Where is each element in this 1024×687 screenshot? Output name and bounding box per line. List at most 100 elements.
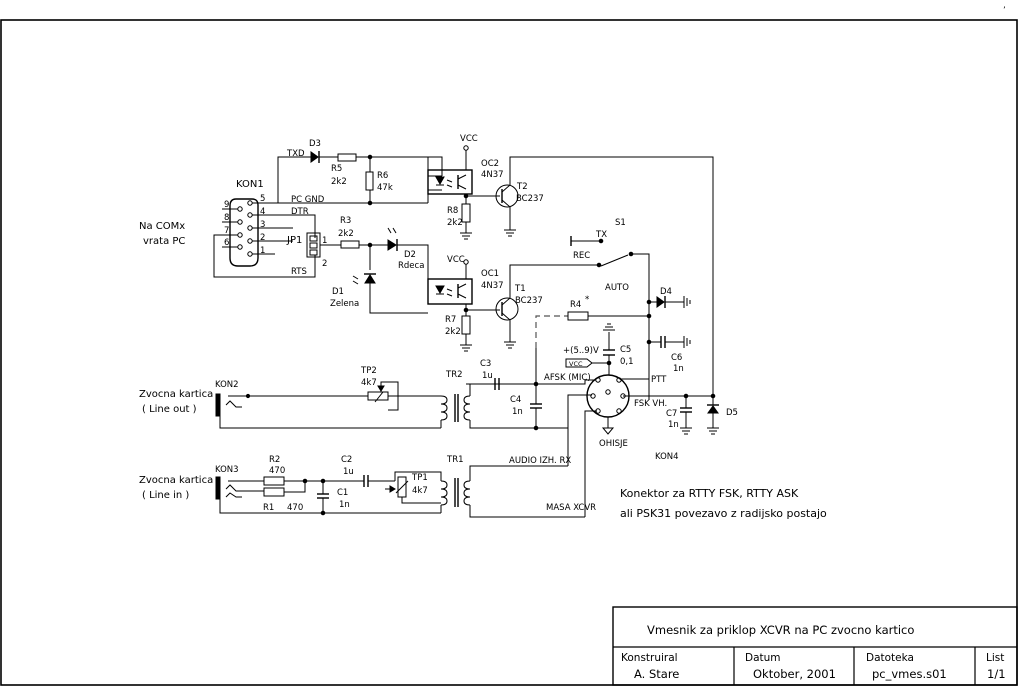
c3-capacitor — [470, 378, 585, 390]
note-line-2: ali PSK31 povezavo z radijsko postajo — [620, 507, 827, 520]
kon1-pin-9: 9 — [224, 200, 229, 210]
c3-value: 1u — [482, 371, 493, 381]
c7-capacitor — [680, 393, 692, 435]
c1-value: 1n — [339, 500, 350, 510]
r6-value: 47k — [377, 183, 393, 193]
ohisje-label: OHISJE — [599, 439, 628, 449]
tr2-transformer — [440, 384, 568, 431]
r6-label: R6 — [377, 171, 388, 181]
r2-value: 470 — [269, 466, 285, 476]
r4-resistor — [535, 311, 652, 348]
kon1-pin-4: 4 — [260, 207, 265, 217]
sig-rts: RTS — [291, 267, 307, 277]
r8-resistor — [460, 193, 472, 240]
sheet-label: List — [986, 652, 1004, 664]
c5-value: 0,1 — [620, 357, 634, 367]
r7-value: 2k2 — [445, 327, 461, 337]
c1-capacitor — [317, 481, 329, 513]
c7-value: 1n — [668, 420, 679, 430]
t2-value: BC237 — [516, 194, 544, 204]
c4-capacitor — [530, 348, 542, 428]
d4-diode — [646, 296, 691, 308]
tp2-label: TP2 — [360, 366, 377, 376]
audio-rx-label: AUDIO IZH. RX — [509, 456, 571, 466]
line-in-label-1: Zvocna kartica — [139, 475, 213, 486]
r2-resistor — [263, 476, 305, 486]
masa-label: MASA XCVR — [546, 503, 596, 513]
d3-diode — [310, 151, 338, 163]
r2-label: R2 — [269, 455, 280, 465]
t1-transistor — [495, 264, 599, 349]
kon1-pin-3: 3 — [260, 220, 265, 230]
kon1-pin-5: 5 — [260, 194, 265, 204]
file-label: Datoteka — [866, 652, 914, 664]
vcc-tag — [565, 358, 612, 368]
jp1-jumper — [306, 232, 337, 258]
line-out-label-1: Zvocna kartica — [139, 389, 213, 400]
oc2-label: OC2 — [481, 159, 499, 169]
title-block: Vmesnik za priklop XCVR na PC zvocno kar… — [612, 606, 1018, 686]
r3-value: 2k2 — [338, 229, 354, 239]
c6-label: C6 — [671, 353, 682, 363]
line-in-label-2: ( Line in ) — [142, 490, 189, 501]
t2-label: T2 — [516, 182, 528, 192]
ptt-label: PTT — [651, 375, 667, 385]
file-value: pc_vmes.s01 — [872, 667, 947, 681]
r5-value: 2k2 — [331, 177, 347, 187]
kon2-label: KON2 — [215, 380, 239, 390]
tp2-potentiometer — [367, 381, 441, 411]
vcc-mid-label: VCC — [447, 255, 465, 265]
corner-mark: ’ — [1003, 6, 1006, 16]
c2-capacitor — [363, 475, 395, 487]
r3-resistor — [337, 240, 388, 270]
com-label-1: Na COMx — [139, 221, 185, 232]
oc1-label: OC1 — [481, 269, 499, 279]
c2-value: 1u — [343, 467, 354, 477]
oc1-value: 4N37 — [481, 281, 504, 291]
c1-label: C1 — [337, 488, 348, 498]
drawing-title: Vmesnik za priklop XCVR na PC zvocno kar… — [647, 623, 914, 637]
t1-value: BC237 — [515, 296, 543, 306]
fsk-label: FSK VH. — [634, 399, 667, 409]
c5-label: C5 — [620, 345, 631, 355]
r1-value: 470 — [287, 503, 303, 513]
jp1-label: JP1 — [286, 235, 302, 246]
kon1-pin-8: 8 — [224, 213, 229, 223]
d2-led — [387, 227, 429, 292]
kon1-db9-connector — [222, 198, 275, 267]
tr1-label: TR1 — [446, 455, 464, 465]
note-line-1: Konektor za RTTY FSK, RTTY ASK — [620, 487, 799, 500]
r5-label: R5 — [331, 164, 342, 174]
d1-label: D1 — [332, 287, 344, 297]
afsk-label: AFSK (MIC) — [544, 373, 591, 383]
line-out-label-2: ( Line out ) — [142, 404, 197, 415]
s1-label: S1 — [615, 218, 626, 228]
com-label-2: vrata PC — [143, 236, 185, 247]
designer-label: Konstruiral — [621, 652, 678, 664]
sheet-number: 1/1 — [987, 667, 1006, 681]
tp1-potentiometer — [385, 471, 442, 504]
tp1-value: 4k7 — [412, 486, 428, 496]
r1-label: R1 — [263, 503, 274, 513]
s1-auto-label: AUTO — [605, 283, 629, 293]
r3-label: R3 — [340, 216, 351, 226]
kon1-pin-1: 1 — [260, 246, 265, 256]
c6-capacitor — [646, 336, 691, 348]
kon1-label: KON1 — [236, 179, 264, 190]
d1-value: Zelena — [330, 299, 359, 309]
tr1-transformer — [440, 465, 585, 518]
designer-name: A. Stare — [634, 667, 679, 681]
jp1-pin-a: 1 — [322, 236, 327, 246]
s1-tx-label: TX — [595, 230, 607, 240]
r4-mark: * — [585, 295, 589, 305]
r1-resistor — [263, 478, 364, 497]
d2-label: D2 — [404, 250, 416, 260]
r4-label: R4 — [570, 300, 581, 310]
oc2-value: 4N37 — [481, 170, 504, 180]
d1-led — [352, 273, 428, 314]
sig-txd: TXD — [286, 149, 305, 159]
kon2-jack — [215, 393, 441, 429]
kon4-label: KON4 — [655, 452, 679, 462]
r7-label: R7 — [445, 315, 456, 325]
